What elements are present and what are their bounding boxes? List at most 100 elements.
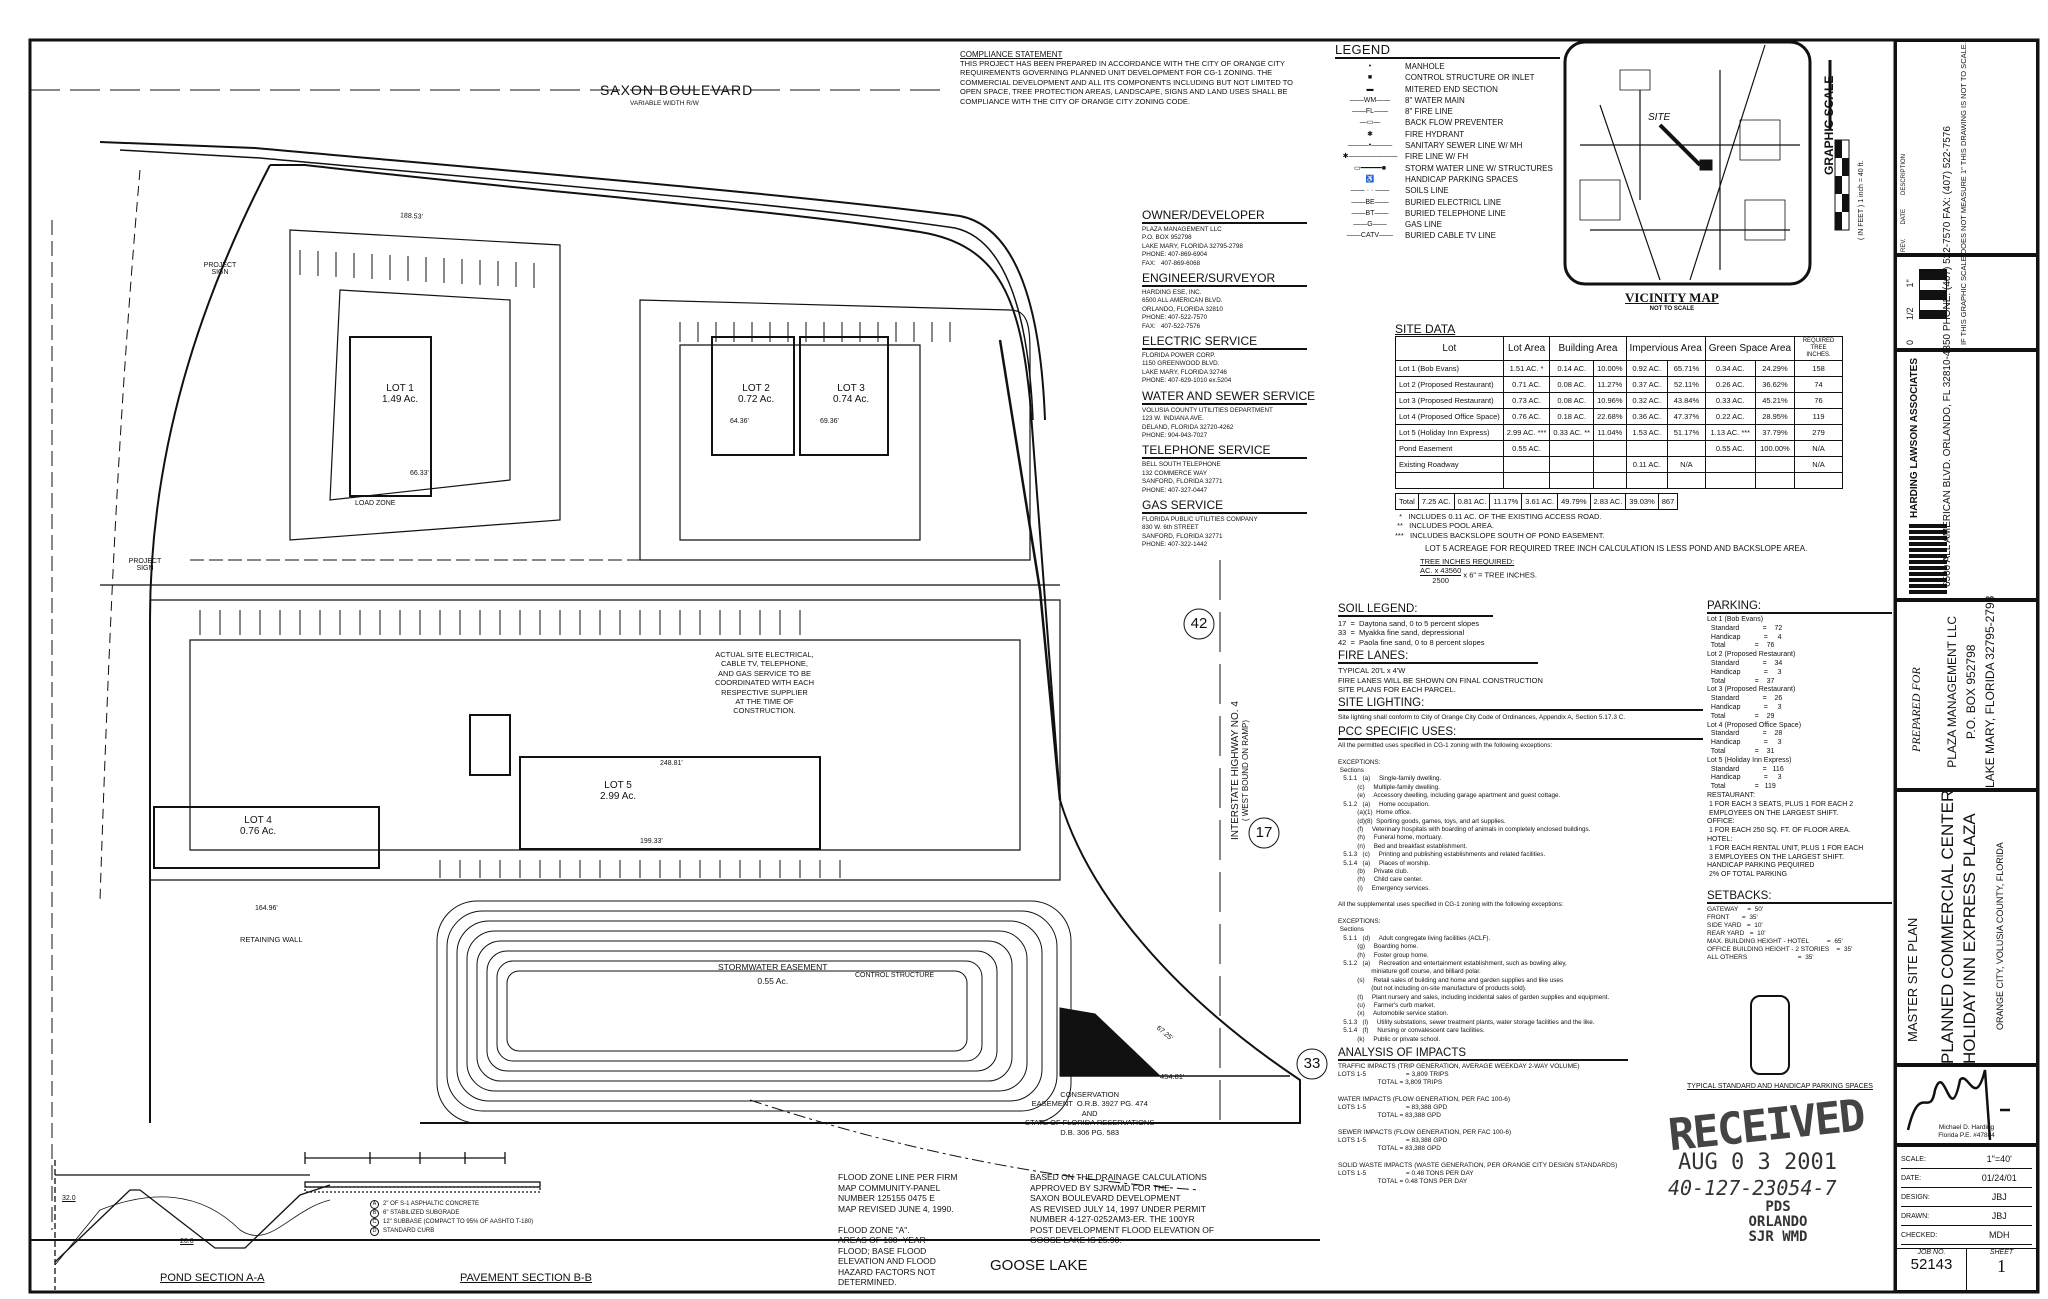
table-row: Lot 1 (Bob Evans)1.51 AC. *0.14 AC.10.00… — [1395, 360, 1844, 377]
legend-item: ▬MITERED END SECTION — [1335, 84, 1560, 95]
table-cell — [1754, 472, 1796, 489]
table-cell: 0.32 AC. — [1625, 392, 1669, 409]
dim-454: 454.81' — [1160, 1072, 1185, 1081]
legend-label: CONTROL STRUCTURE OR INLET — [1405, 73, 1535, 83]
total-cell: 11.17% — [1489, 493, 1523, 510]
contact-title: OWNER/DEVELOPER — [1142, 208, 1307, 224]
compliance-statement: COMPLIANCE STATEMENT THIS PROJECT HAS BE… — [960, 50, 1293, 106]
table-cell: 47.37% — [1667, 408, 1706, 425]
graphic-scale-units: ( IN FEET ) 1 inch = 40 ft. — [1858, 160, 1865, 240]
legend-item: ———•———SANITARY SEWER LINE W/ MH — [1335, 140, 1560, 151]
column-header: REQUIRED TREE INCHES. — [1794, 336, 1844, 361]
table-cell: 158 — [1794, 360, 1844, 377]
drawing-meta-row: SCALE:1"=40' — [1901, 1150, 2032, 1169]
table-cell: 0.76 AC. — [1502, 408, 1551, 425]
meta-label: DRAWN: — [1901, 1212, 1930, 1220]
legend-symbol-icon: ■ — [1367, 74, 1373, 82]
legend-item: ✱FIRE HYDRANT — [1335, 129, 1560, 140]
legend-item: ——CATV——BURIED CABLE TV LINE — [1335, 230, 1560, 241]
table-cell: 0.71 AC. — [1502, 376, 1551, 393]
table-cell — [1625, 440, 1669, 457]
table-cell — [1593, 472, 1627, 489]
table-cell — [1754, 456, 1796, 473]
buildings — [153, 336, 889, 869]
dim-188: 188.53' — [399, 212, 423, 221]
legend-label: HANDICAP PARKING SPACES — [1405, 174, 1518, 184]
legend-symbol-icon: ♿ — [1365, 175, 1375, 183]
legend-label: BURIED TELEPHONE LINE — [1405, 208, 1506, 218]
table-cell — [1549, 472, 1595, 489]
meta-value: JBJ — [1991, 1211, 2007, 1221]
legend: LEGEND •MANHOLE■CONTROL STRUCTURE OR INL… — [1335, 42, 1560, 242]
pavement-legend-item: D STANDARD CURB — [370, 1227, 533, 1236]
legend-label: BACK FLOW PREVENTER — [1405, 118, 1504, 128]
graphic-scale — [1828, 60, 1850, 231]
lot1-building — [349, 336, 432, 497]
legend-item: ■ CONTROL STRUCTURE OR INLET — [1335, 72, 1560, 83]
legend-symbol-icon: ▬ — [1366, 85, 1374, 93]
pavement-key: C — [370, 1218, 379, 1227]
table-cell: 119 — [1794, 408, 1844, 425]
meta-value: MDH — [1989, 1230, 2010, 1240]
load-zone-label: LOAD ZONE — [355, 500, 396, 507]
contact-lines: FLORIDA PUBLIC UTILITIES COMPANY 830 W. … — [1142, 515, 1258, 549]
legend-item: ▭━━━━━■STORM WATER LINE W/ STRUCTURES — [1335, 163, 1560, 174]
table-cell — [1502, 472, 1551, 489]
table-cell: 0.55 AC. — [1502, 440, 1551, 457]
total-cell: 867 — [1657, 493, 1679, 510]
table-cell — [1593, 440, 1627, 457]
column-header: Lot Area — [1502, 336, 1551, 361]
lake-label: GOOSE LAKE — [990, 1257, 1088, 1274]
table-cell: 0.33 AC. ** — [1549, 424, 1595, 441]
table-cell: Existing Roadway — [1395, 456, 1504, 473]
pavement-key: B — [370, 1209, 379, 1218]
legend-item: —— · · ——SOILS LINE — [1335, 185, 1560, 196]
pavement-key: D — [370, 1227, 379, 1236]
firm-block: HARDING LAWSON ASSOCIATES 6500 ALL AMERI… — [1895, 126, 2038, 600]
table-cell — [1704, 472, 1756, 489]
table-row: Lot 2 (Proposed Restaurant)0.71 AC.0.08 … — [1395, 376, 1844, 393]
legend-item: ——BT——BURIED TELEPHONE LINE — [1335, 208, 1560, 219]
table-cell: 279 — [1794, 424, 1844, 441]
legend-label: 8" WATER MAIN — [1405, 95, 1465, 105]
table-cell — [1549, 440, 1595, 457]
pavement-legend-text: STANDARD CURB — [383, 1228, 435, 1234]
contact-title: GAS SERVICE — [1142, 498, 1307, 514]
pavement-legend-text: 6" STABILIZED SUBGRADE — [383, 1210, 460, 1216]
legend-symbol-icon: —▭— — [1359, 119, 1381, 127]
legend-label: FIRE HYDRANT — [1405, 129, 1465, 139]
retaining-wall-label: RETAINING WALL — [240, 935, 303, 944]
vicinity-map — [1563, 40, 1812, 286]
legend-symbol-icon: ——WM—— — [1349, 96, 1391, 104]
contact-lines: PLAZA MANAGEMENT LLC P.O. BOX 952798 LAK… — [1142, 226, 1243, 267]
dim-lot3: 69.36' — [820, 418, 839, 425]
contact-title: ELECTRIC SERVICE — [1142, 334, 1307, 351]
table-cell — [1667, 472, 1706, 489]
legend-item: ——FL——8" FIRE LINE — [1335, 106, 1560, 117]
meta-value: JBJ — [1991, 1192, 2007, 1202]
table-row: Lot 4 (Proposed Office Space)0.76 AC.0.1… — [1395, 408, 1844, 425]
project-sign-label-1: PROJECT SIGN — [203, 262, 237, 276]
dim-lot5-b: 199.33' — [640, 838, 663, 845]
pond-section-drawing — [54, 1160, 331, 1290]
parking-stripes — [199, 250, 951, 878]
column-header: Lot — [1395, 336, 1504, 361]
table-cell — [1667, 440, 1706, 457]
table-cell: 1.13 AC. *** — [1704, 424, 1756, 441]
legend-item: ♿ HANDICAP PARKING SPACES — [1335, 174, 1560, 185]
pond-section-title: POND SECTION A-A — [160, 1272, 265, 1284]
graphic-scale-title: GRAPHIC SCALE — [1822, 75, 1836, 175]
